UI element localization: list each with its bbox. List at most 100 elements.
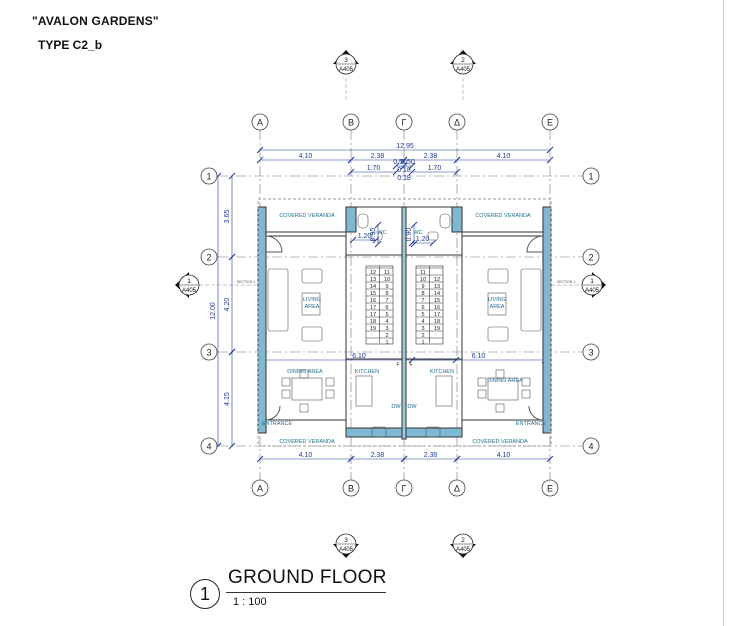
dim-top-0-text: 4.10	[299, 153, 313, 160]
dining-chair-left-0	[281, 377, 291, 387]
dim-bottom-3-text: 4.10	[497, 452, 511, 459]
grid-bubble-right-0-label: 1	[588, 172, 593, 182]
stair-number-0-1-b: 10	[384, 277, 390, 283]
sofa-left	[267, 268, 289, 332]
label-entrance-left: ENTRANCE	[262, 421, 293, 427]
grid-bubble-left-1-label: 2	[206, 253, 211, 263]
section-marker-bottom-left-num: 3	[344, 537, 348, 544]
label-living-right-1: LIVING	[488, 297, 506, 303]
stairs	[365, 265, 444, 345]
grid-bubbles	[200, 113, 600, 497]
label-veranda-top-left: COVERED VERANDA	[279, 213, 335, 219]
stair-number-0-9-b: 2	[385, 333, 388, 339]
dim-wc-depth-2-tick-0	[410, 221, 418, 229]
title-underline	[226, 592, 386, 593]
stair-number-1-6-a: 5	[421, 312, 424, 318]
dim-wc-width-tick-0	[349, 236, 357, 244]
label-dw-left: DW	[391, 404, 401, 410]
stair-number-1-9-a: 2	[421, 333, 424, 339]
dim-wc-depth-2-tick-1	[410, 240, 418, 248]
dim-inner-top-1-tick-0	[392, 162, 400, 170]
dining-chair-right-1	[477, 389, 487, 399]
dim-inner-mid-0: 0.18	[397, 167, 411, 174]
dining-chair-right-3	[521, 389, 531, 399]
label-kitchen-left: KITCHEN	[355, 369, 379, 375]
stair-number-0-2-b: 9	[385, 284, 388, 290]
grid-bubble-top-0-label: A	[257, 118, 263, 128]
kitchen-sink-left	[371, 426, 387, 438]
stair-number-1-10-a: 1	[421, 340, 424, 346]
dim-dining-right-tick-0	[408, 356, 416, 364]
dim-top-2-tick-0	[400, 156, 408, 164]
dim-top-2-text: 2.38	[424, 153, 438, 160]
dim-dining-left-text: 6.10	[352, 353, 366, 360]
grid-bubble-bottom-4-label: E	[547, 484, 553, 494]
dim-bottom-0-tick-0	[256, 455, 264, 463]
door-swing-veranda-left	[265, 235, 283, 253]
dim-top-1-tick-0	[347, 156, 355, 164]
stair-number-1-0-a: 11	[420, 270, 426, 276]
stair-number-1-2-a: 9	[421, 284, 424, 290]
stair-number-1-7-b: 18	[434, 319, 440, 325]
stair-number-0-4-a: 16	[370, 298, 376, 304]
stair-number-1-1-a: 10	[420, 277, 426, 283]
stair-number-0-10-b: 1	[385, 340, 388, 346]
grid-bubble-top-4-label: E	[547, 118, 553, 128]
sheet-border	[723, 0, 724, 626]
grid-bubble-bottom-2-label: Γ	[402, 484, 407, 494]
basin-right	[427, 231, 439, 241]
project-type: TYPE C2_b	[38, 38, 103, 52]
grid-bubble-top-3-circle	[448, 113, 466, 131]
stair-number-1-5-b: 16	[434, 305, 440, 311]
grid-bubble-top-2-label: Γ	[402, 118, 407, 128]
dining-chair-right-4	[495, 369, 505, 379]
dim-left-0-tick-0	[228, 172, 236, 180]
dim-bottom-2-tick-0	[400, 455, 408, 463]
dining-chair-left-3	[325, 389, 335, 399]
dining-chair-left-1	[281, 389, 291, 399]
dining-chair-left-2	[325, 377, 335, 387]
stair-box-0	[365, 265, 394, 345]
stair-number-1-7-a: 4	[421, 319, 424, 325]
stair-number-0-7-b: 4	[385, 319, 388, 325]
stair-number-1-4-a: 7	[421, 298, 424, 304]
stair-number-1-5-a: 6	[421, 305, 424, 311]
stair-number-1-1-b: 12	[434, 277, 440, 283]
furniture	[267, 213, 542, 438]
wall-right-wc-outer	[451, 206, 463, 233]
stair-number-1-2-b: 13	[434, 284, 440, 290]
dining-chair-right-0	[477, 377, 487, 387]
kitchen-sink-right	[425, 426, 441, 438]
grid-bubble-top-4-circle	[541, 113, 559, 131]
dim-wc-width-text: 1.20	[358, 233, 372, 240]
label-dw-right: DW	[407, 404, 417, 410]
dim-wc-width-2-text: 1.20	[416, 236, 430, 243]
dim-overall-tick-0	[256, 146, 264, 154]
stair-number-1-4-b: 15	[434, 298, 440, 304]
dim-top-3-text: 4.10	[497, 153, 511, 160]
grid-bubble-bottom-1-label: B	[348, 484, 354, 494]
stair-core-left	[345, 254, 403, 360]
dim-bottom-1-text: 2.38	[371, 452, 385, 459]
stair-number-0-4-b: 7	[385, 298, 388, 304]
section-tag-right: SECTION 1	[557, 280, 576, 284]
section-marker-left-num: 1	[187, 278, 191, 285]
label-dining-left: DINING AREA	[287, 369, 323, 375]
dim-bottom-3-tick-1	[546, 455, 554, 463]
dining-chair-right-2	[521, 377, 531, 387]
sofa-right	[520, 268, 542, 332]
kitchen-island-right	[435, 375, 453, 407]
toilet-right	[439, 213, 451, 229]
dim-bottom-2-text: 2.38	[424, 452, 438, 459]
grid-bubble-right-3-label: 4	[588, 442, 593, 452]
grid-bubble-left-0-label: 1	[206, 172, 211, 182]
grid-bubble-bottom-1-circle	[342, 479, 360, 497]
stair-number-0-0-a: 12	[370, 270, 376, 276]
grid-bubble-left-3-circle	[200, 437, 218, 455]
wall-left-bottom	[345, 427, 403, 438]
dim-inner-top-2-tick-1	[408, 162, 416, 170]
dim-wc-depth-tick-0	[374, 221, 382, 229]
grid-bubble-left-2-label: 3	[206, 348, 211, 358]
